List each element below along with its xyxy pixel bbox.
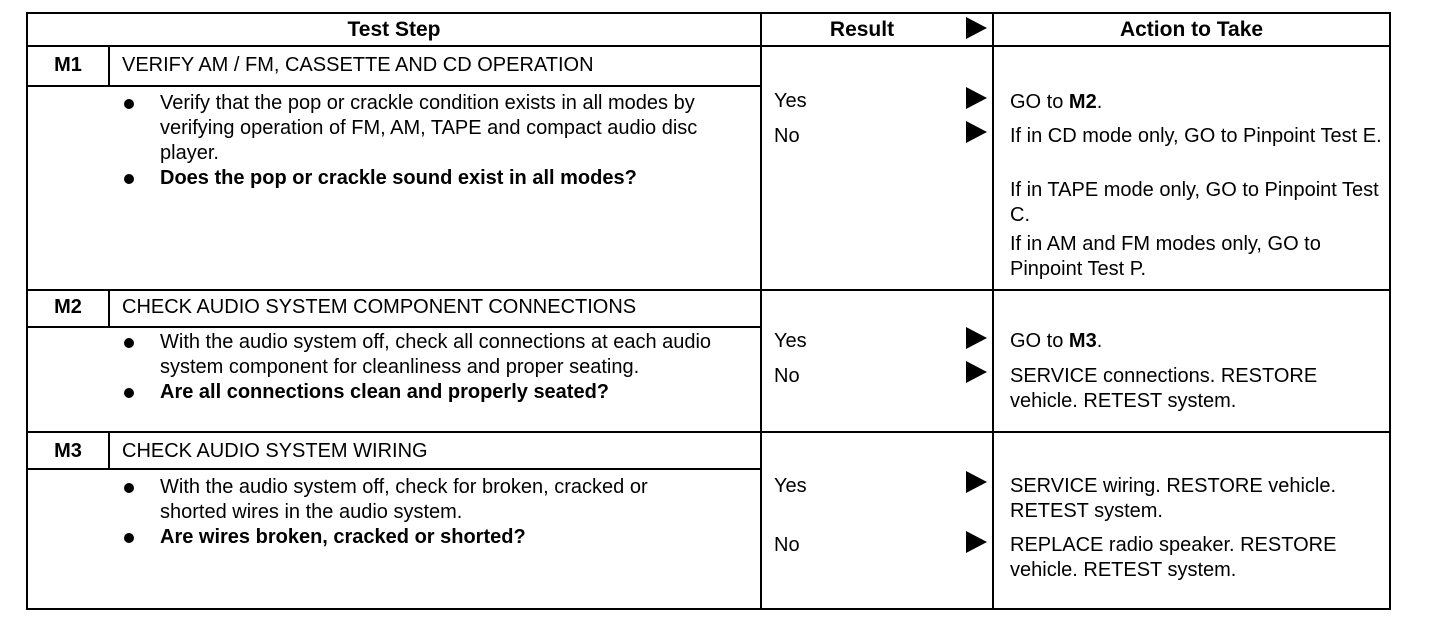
header-result: Result [829, 18, 895, 41]
header-test-step: Test Step [347, 18, 441, 41]
action-no-m1-tape: If in TAPE mode only, GO to Pinpoint Tes… [1010, 179, 1379, 226]
code-divider-m3 [108, 433, 110, 470]
result-arrow-icon [966, 121, 987, 143]
result-no-m3: No [774, 534, 800, 556]
result-arrow-icon [966, 531, 987, 553]
action-no-m2: SERVICE connections. RESTORE vehicle. RE… [1010, 365, 1318, 412]
action-no-m1-amfm: If in AM and FM modes only, GO to Pinpoi… [1010, 233, 1321, 280]
step-code-m2: M2 [54, 296, 82, 318]
step-title-m2: CHECK AUDIO SYSTEM COMPONENT CONNECTIONS [122, 296, 637, 318]
column-divider-action [992, 14, 994, 608]
bullet-icon [124, 338, 134, 348]
bullet-icon [124, 533, 134, 543]
m2-title-divider [28, 326, 760, 328]
action-no-m3: REPLACE radio speaker. RESTORE vehicle. … [1010, 534, 1337, 581]
step-question: Are all connections clean and properly s… [118, 380, 718, 405]
result-arrow-icon [966, 361, 987, 383]
result-yes-m3: Yes [774, 475, 807, 497]
bullet-icon [124, 483, 134, 493]
action-yes-m2: GO to M3. [1010, 330, 1103, 352]
header-divider [28, 45, 1389, 47]
result-arrow-icon [966, 327, 987, 349]
step-items-m3: With the audio system off, check for bro… [118, 475, 718, 550]
code-divider-m2 [108, 291, 110, 328]
result-arrow-icon [966, 87, 987, 109]
m1-title-divider [28, 85, 760, 87]
result-no-m1: No [774, 125, 800, 147]
bullet-icon [124, 174, 134, 184]
action-yes-m1: GO to M2. [1010, 91, 1103, 113]
column-divider-result [760, 14, 762, 608]
step-instruction: With the audio system off, check for bro… [118, 475, 718, 525]
diagnostic-table: Test Step Result Action to Take M1 VERIF… [26, 12, 1391, 610]
result-arrow-icon [966, 471, 987, 493]
step-title-m1: VERIFY AM / FM, CASSETTE AND CD OPERATIO… [122, 54, 594, 76]
m3-title-divider [28, 468, 760, 470]
code-divider-m1 [108, 45, 110, 85]
header-action: Action to Take [1119, 18, 1264, 41]
step-items-m1: Verify that the pop or crackle condition… [118, 91, 718, 191]
step-title-m3: CHECK AUDIO SYSTEM WIRING [122, 440, 428, 462]
step-instruction: Verify that the pop or crackle condition… [118, 91, 718, 166]
result-yes-m2: Yes [774, 330, 807, 352]
step-code-m1: M1 [54, 54, 82, 76]
step-question: Are wires broken, cracked or shorted? [118, 525, 718, 550]
step-code-m3: M3 [54, 440, 82, 462]
action-yes-m3: SERVICE wiring. RESTORE vehicle. RETEST … [1010, 475, 1337, 522]
result-no-m2: No [774, 365, 800, 387]
result-arrow-icon [966, 17, 987, 39]
step-instruction: With the audio system off, check all con… [118, 330, 718, 380]
result-yes-m1: Yes [774, 90, 807, 112]
action-no-m1-cd: If in CD mode only, GO to Pinpoint Test … [1010, 125, 1382, 147]
m1-m2-divider [28, 289, 1389, 291]
step-question: Does the pop or crackle sound exist in a… [118, 166, 718, 191]
bullet-icon [124, 99, 134, 109]
m2-m3-divider [28, 431, 1389, 433]
step-items-m2: With the audio system off, check all con… [118, 330, 718, 405]
bullet-icon [124, 388, 134, 398]
